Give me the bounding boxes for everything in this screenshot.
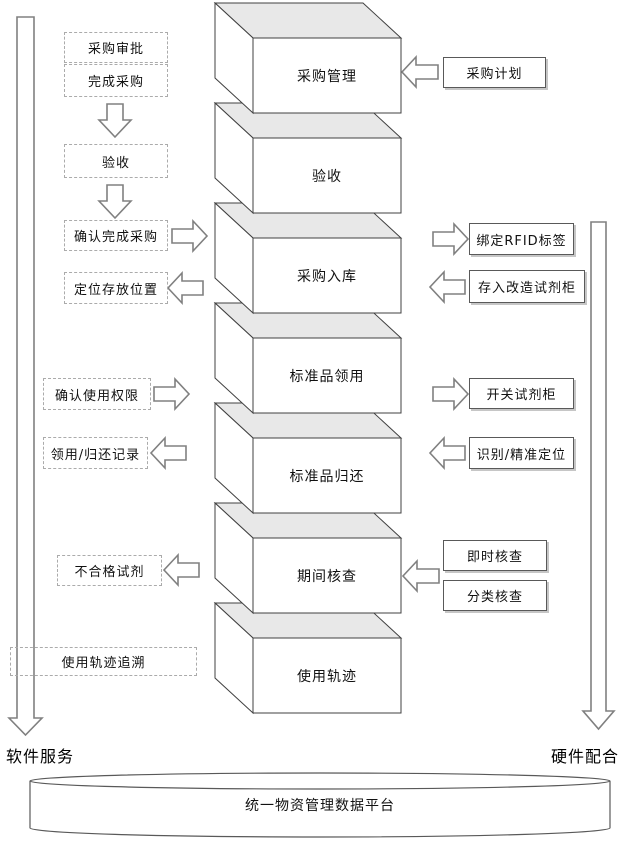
right-flow-arrow-icon xyxy=(153,376,191,412)
left-box-purchase-approval: 采购审批 xyxy=(64,32,168,63)
stack-box-3d-purchase-management xyxy=(213,1,403,115)
right-box-classified-check: 分类核查 xyxy=(443,580,547,611)
left-box-locate-storage-position: 定位存放位置 xyxy=(64,272,168,304)
stack-label-standard-borrow: 标准品领用 xyxy=(289,368,365,385)
left-flow-arrow-icon xyxy=(401,558,440,594)
left-box-confirm-complete-purchase: 确认完成采购 xyxy=(64,220,168,251)
platform-cylinder xyxy=(29,772,611,838)
software-service-label: 软件服务 xyxy=(6,747,75,766)
stack-label-purchase-management: 采购管理 xyxy=(297,68,357,85)
stack-label-standard-return: 标准品归还 xyxy=(289,468,365,485)
right-box-identify-precise-locate: 识别/精准定位 xyxy=(469,437,574,469)
left-flow-arrow-icon xyxy=(428,435,466,471)
right-box-instant-check: 即时核查 xyxy=(443,540,547,571)
right-flow-arrow-icon xyxy=(432,376,470,412)
right-box-store-in-modified-cabinet: 存入改造试剂柜 xyxy=(469,270,585,303)
left-flow-arrow-icon xyxy=(400,54,439,90)
left-flow-arrow-icon xyxy=(166,270,204,306)
left-box-confirm-usage-permission: 确认使用权限 xyxy=(43,378,151,410)
stack-label-purchase-inbound: 采购入库 xyxy=(297,268,357,285)
platform-label: 统一物资管理数据平台 xyxy=(245,798,395,814)
hardware-support-arrow xyxy=(581,221,616,731)
stack-label-usage-track: 使用轨迹 xyxy=(297,668,357,685)
left-box-unqualified-reagent: 不合格试剂 xyxy=(57,555,162,586)
right-flow-arrow-icon xyxy=(432,221,470,257)
down-arrow-icon xyxy=(97,103,133,139)
hardware-support-label: 硬件配合 xyxy=(551,747,620,766)
software-service-arrow xyxy=(7,16,44,737)
left-flow-arrow-icon xyxy=(428,269,466,305)
down-arrow-icon xyxy=(97,184,133,220)
right-flow-arrow-icon xyxy=(171,218,209,254)
left-box-usage-trace-tracking: 使用轨迹追溯 xyxy=(10,647,197,676)
stack-label-period-check: 期间核查 xyxy=(297,568,357,585)
stack-label-acceptance: 验收 xyxy=(312,168,342,185)
left-box-acceptance: 验收 xyxy=(64,144,168,178)
right-box-bind-rfid-tag: 绑定RFID标签 xyxy=(469,223,574,255)
left-box-borrow-return-record: 领用/归还记录 xyxy=(43,437,148,469)
right-box-purchase-plan: 采购计划 xyxy=(443,57,546,88)
left-flow-arrow-icon xyxy=(149,435,187,471)
right-box-open-close-cabinet: 开关试剂柜 xyxy=(469,378,574,409)
left-box-complete-purchase: 完成采购 xyxy=(64,64,168,97)
left-flow-arrow-icon xyxy=(162,552,200,588)
